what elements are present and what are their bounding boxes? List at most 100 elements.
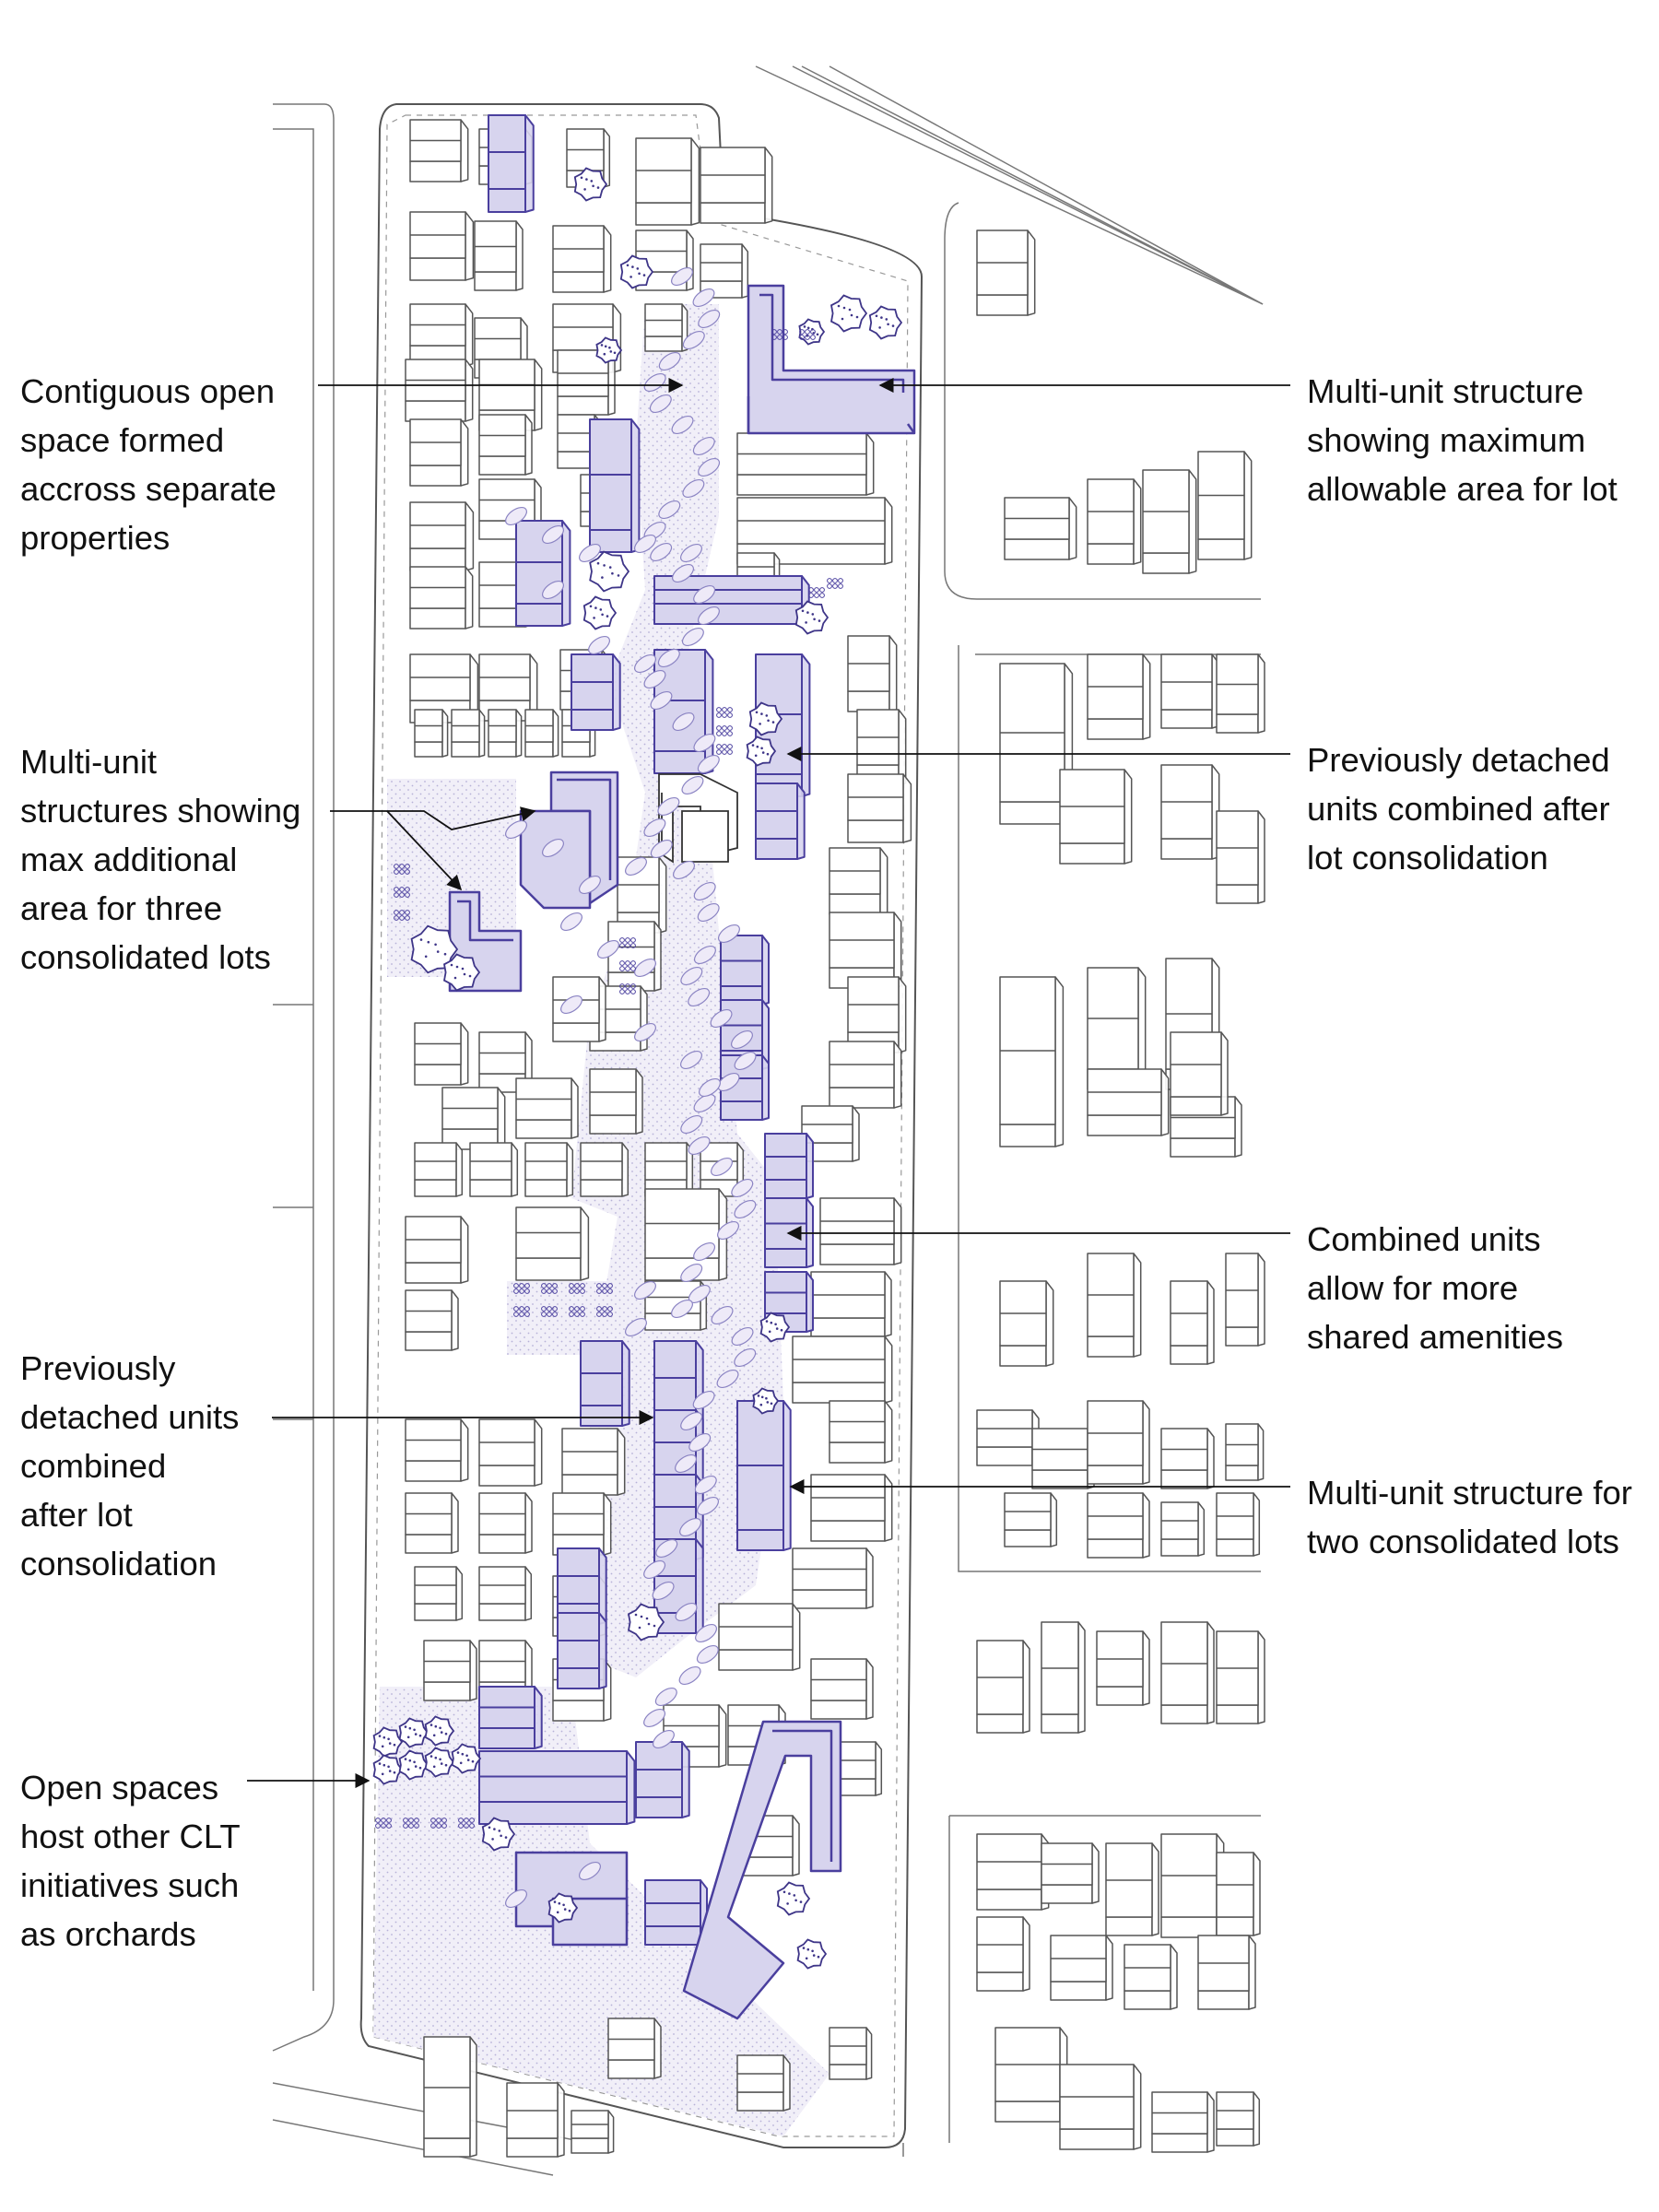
existing-building: [409, 501, 475, 571]
shrub-icon: [697, 606, 720, 626]
existing-building: [1087, 1400, 1150, 1485]
existing-building: [819, 1197, 902, 1265]
annotation-three-consolidated-lots: Multi-unit structures showing max additi…: [20, 743, 301, 976]
annotation-orchards: Open spaces host other CLT initiatives s…: [20, 1769, 241, 1953]
planter-icon: [430, 1818, 447, 1829]
shrub-icon: [673, 860, 695, 880]
planter-icon: [716, 725, 733, 736]
leader-three-consolidated: [330, 806, 536, 830]
shrub-icon: [652, 1729, 675, 1749]
existing-building: [829, 847, 888, 915]
tree-icon: [748, 701, 783, 736]
street-linework: [272, 65, 1264, 2176]
existing-building: [736, 432, 875, 496]
tree-icon: [372, 1726, 404, 1758]
multi-unit-building: [764, 1133, 814, 1199]
existing-building: [1225, 1253, 1265, 1347]
planter-icon: [619, 960, 636, 971]
existing-building: [414, 1022, 469, 1086]
shrub-icon: [688, 1432, 712, 1453]
existing-building: [1197, 451, 1253, 560]
existing-building: [423, 1640, 477, 1701]
existing-building: [1087, 1068, 1170, 1136]
shrub-icon: [731, 1178, 754, 1198]
multi-unit-building: [557, 1612, 607, 1689]
planter-icon: [394, 864, 410, 875]
planter-icon: [596, 1283, 613, 1294]
existing-building: [829, 2027, 873, 2080]
planter-icon: [716, 744, 733, 755]
shrub-icon: [731, 1030, 753, 1050]
existing-building: [469, 1142, 519, 1197]
existing-building: [1004, 1492, 1058, 1547]
shrub-icon: [734, 1347, 757, 1368]
shrub-icon: [657, 796, 680, 817]
existing-building: [409, 211, 475, 281]
existing-building: [515, 1206, 590, 1281]
shrub-icon: [634, 653, 656, 674]
existing-building: [478, 1492, 533, 1554]
existing-building: [409, 566, 474, 629]
multi-unit-building: [644, 1879, 708, 1946]
planter-icon: [771, 329, 788, 340]
existing-building: [1041, 1842, 1100, 1904]
shrub-icon: [682, 330, 705, 350]
tree-icon: [776, 1881, 811, 1916]
shrub-icon: [680, 1411, 703, 1431]
planter-icon: [569, 1306, 585, 1317]
multi-unit-building: [488, 114, 535, 213]
shrub-icon: [680, 966, 703, 986]
existing-building: [1160, 764, 1220, 860]
existing-building: [999, 1280, 1054, 1367]
existing-building: [524, 709, 559, 758]
shrub-icon: [679, 1517, 702, 1537]
shrub-icon: [699, 1077, 721, 1098]
existing-building: [580, 1142, 629, 1197]
existing-building: [607, 2018, 662, 2079]
shrub-icon: [650, 839, 673, 859]
shrub-icon: [681, 627, 704, 647]
tree-icon: [830, 294, 868, 333]
shrub-icon: [643, 372, 666, 393]
multi-unit-building: [571, 653, 621, 731]
tree-icon: [451, 1743, 482, 1774]
shrub-icon: [505, 266, 757, 1909]
existing-building: [607, 921, 662, 992]
planter-icon: [619, 937, 636, 948]
shrub-icon: [698, 457, 721, 477]
planter-icon: [394, 887, 410, 898]
shrub-icon: [634, 534, 656, 554]
shrub-icon: [692, 436, 715, 456]
existing-building: [976, 1916, 1030, 1992]
shrub-icon: [710, 1008, 733, 1029]
planter-icon: [458, 1818, 475, 1829]
tree-icon: [868, 305, 903, 340]
existing-building: [829, 1041, 902, 1109]
shrub-icon: [652, 1581, 675, 1601]
multi-unit-building: [478, 1750, 636, 1825]
tree-icon: [372, 167, 903, 1970]
existing-building: [792, 1335, 893, 1404]
shrub-icon: [542, 524, 564, 545]
shrub-icon: [643, 818, 666, 838]
multi-unit-building: [653, 575, 810, 625]
shrub-icon: [588, 635, 610, 655]
shrub-icon: [716, 1369, 739, 1389]
existing-building: [1170, 1280, 1215, 1365]
existing-building: [405, 1492, 459, 1554]
existing-building: [1160, 1501, 1206, 1557]
planter-icon: [569, 1283, 585, 1294]
existing-building: [1031, 1428, 1095, 1489]
planter-icon: [716, 707, 733, 718]
multi-unit-building: [736, 1400, 792, 1551]
shrub-icon: [680, 1263, 703, 1283]
tree-icon: [759, 1312, 791, 1343]
existing-building: [405, 1216, 469, 1284]
shrub-icon: [658, 351, 681, 371]
annotation-multi-unit-max-area: Multi-unit structure showing maximum all…: [1307, 372, 1618, 508]
tree-icon: [547, 1892, 579, 1924]
existing-building: [478, 1418, 543, 1487]
existing-building: [524, 1142, 574, 1197]
existing-building: [635, 137, 700, 226]
